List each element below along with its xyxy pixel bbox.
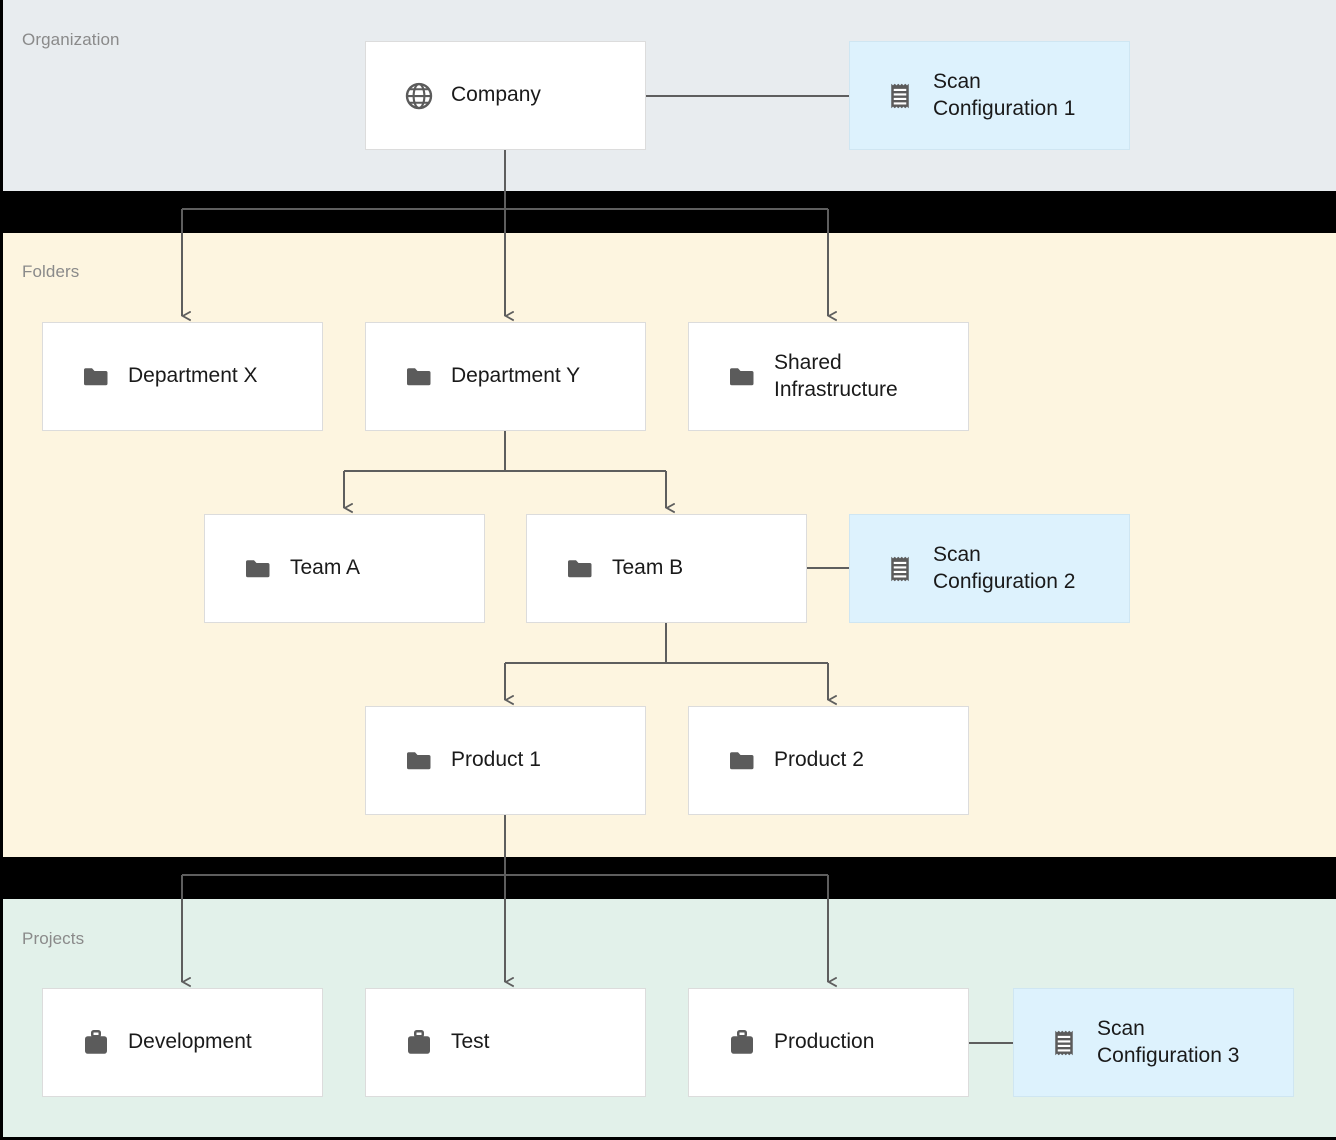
band-label-organization: Organization xyxy=(22,30,120,49)
node-label-department-x: Department X xyxy=(128,364,258,388)
node-product-1[interactable]: Product 1 xyxy=(365,706,646,815)
node-production[interactable]: Production xyxy=(688,988,969,1097)
node-test[interactable]: Test xyxy=(365,988,646,1097)
band-divider_top xyxy=(0,191,1336,233)
node-label-company: Company xyxy=(451,83,541,107)
node-scan-config-2[interactable]: Scan Configuration 2 xyxy=(849,514,1130,623)
folder-icon xyxy=(246,559,270,577)
node-label-production: Production xyxy=(774,1030,875,1054)
briefcase-icon xyxy=(408,1029,430,1054)
folder-icon xyxy=(568,559,592,577)
band-label-folders: Folders xyxy=(22,262,80,281)
node-label-scan-config-3: Scan Configuration 3 xyxy=(1097,1016,1240,1067)
node-label-scan-config-1: Scan Configuration 1 xyxy=(933,69,1076,120)
folder-icon xyxy=(730,367,754,385)
node-label-scan-config-2: Scan Configuration 2 xyxy=(933,542,1076,593)
node-label-department-y: Department Y xyxy=(451,364,581,388)
folder-icon xyxy=(730,751,754,769)
band-divider_bottom xyxy=(0,857,1336,899)
node-department-x[interactable]: Department X xyxy=(42,322,323,431)
node-label-shared-infrastructure: Shared Infrastructure xyxy=(774,350,898,401)
briefcase-icon xyxy=(85,1029,107,1054)
node-development[interactable]: Development xyxy=(42,988,323,1097)
node-shared-infrastructure[interactable]: Shared Infrastructure xyxy=(688,322,969,431)
node-team-b[interactable]: Team B xyxy=(526,514,807,623)
node-label-team-b: Team B xyxy=(612,556,684,580)
node-label-team-a: Team A xyxy=(290,556,361,580)
node-scan-config-1[interactable]: Scan Configuration 1 xyxy=(849,41,1130,150)
node-label-product-1: Product 1 xyxy=(451,748,541,772)
band-label-projects: Projects xyxy=(22,929,85,948)
receipt-icon xyxy=(1055,1030,1073,1055)
node-label-product-2: Product 2 xyxy=(774,748,864,772)
node-scan-config-3[interactable]: Scan Configuration 3 xyxy=(1013,988,1294,1097)
folder-icon xyxy=(407,751,431,769)
folder-icon xyxy=(407,367,431,385)
globe-icon xyxy=(405,82,433,109)
node-product-2[interactable]: Product 2 xyxy=(688,706,969,815)
node-label-development: Development xyxy=(128,1030,252,1054)
band-organization xyxy=(0,0,1336,191)
node-department-y[interactable]: Department Y xyxy=(365,322,646,431)
receipt-icon xyxy=(891,83,909,108)
briefcase-icon xyxy=(731,1029,753,1054)
folder-icon xyxy=(84,367,108,385)
node-team-a[interactable]: Team A xyxy=(204,514,485,623)
node-label-test: Test xyxy=(451,1030,490,1054)
node-company[interactable]: Company xyxy=(365,41,646,150)
receipt-icon xyxy=(891,556,909,581)
